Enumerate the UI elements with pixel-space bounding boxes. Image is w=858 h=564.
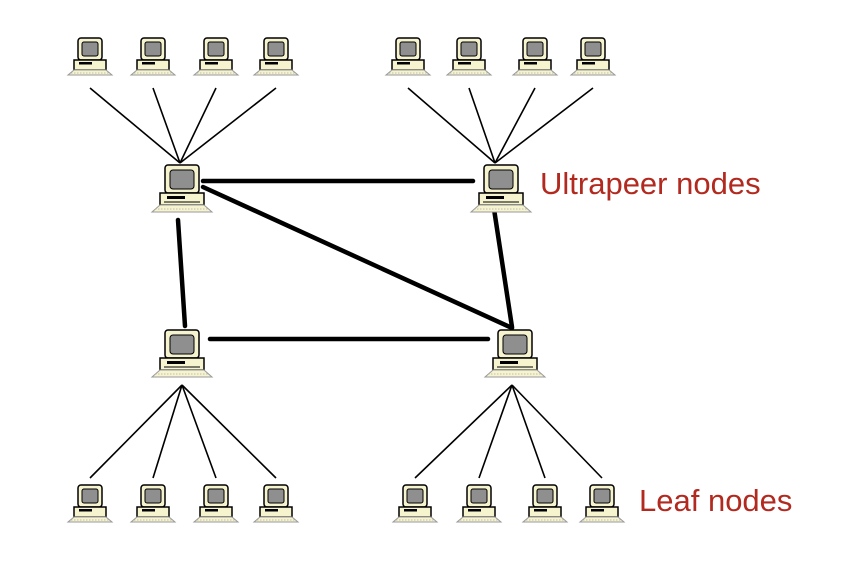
desktop-computer-icon xyxy=(193,37,239,76)
desktop-computer-icon xyxy=(392,484,438,523)
desktop-computer-icon xyxy=(151,329,213,378)
desktop-computer-icon xyxy=(130,37,176,76)
desktop-computer-icon xyxy=(385,37,431,76)
desktop-computer-icon xyxy=(67,484,113,523)
desktop-computer-icon xyxy=(67,37,113,76)
desktop-computer-icon xyxy=(484,329,546,378)
desktop-computer-icon xyxy=(253,484,299,523)
desktop-computer-icon xyxy=(522,484,568,523)
ultrapeer-computers xyxy=(151,164,546,378)
ultrapeer-nodes-label: Ultrapeer nodes xyxy=(540,166,761,201)
desktop-computer-icon xyxy=(512,37,558,76)
ultrapeer-links xyxy=(175,178,515,342)
desktop-computer-icon xyxy=(446,37,492,76)
desktop-computer-icon xyxy=(456,484,502,523)
desktop-computer-icon xyxy=(193,484,239,523)
leaf-computers-bottom xyxy=(67,484,625,523)
desktop-computer-icon xyxy=(130,484,176,523)
leaf-nodes-label: Leaf nodes xyxy=(639,483,792,518)
leaf-computers-top xyxy=(67,37,616,76)
leaf-links-bottom xyxy=(89,384,603,479)
desktop-computer-icon xyxy=(579,484,625,523)
desktop-computer-icon xyxy=(570,37,616,76)
leaf-links-top xyxy=(89,87,594,164)
desktop-computer-icon xyxy=(253,37,299,76)
desktop-computer-icon xyxy=(470,164,532,213)
